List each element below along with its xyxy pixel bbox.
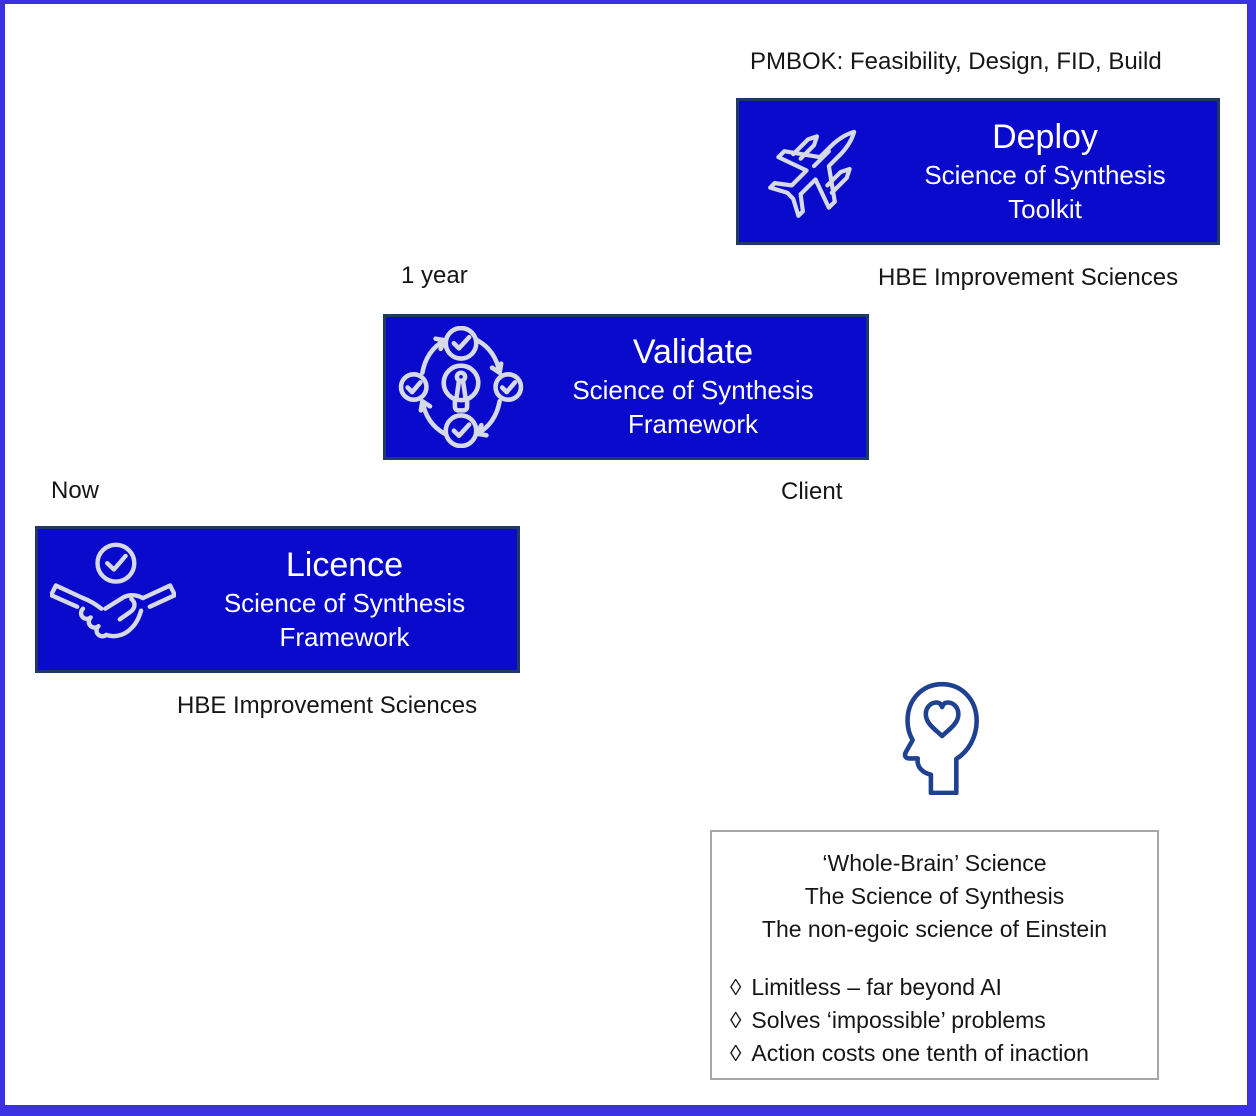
step-subtitle: Framework [627, 409, 758, 440]
bullet-text: Solves ‘impossible’ problems [751, 1007, 1046, 1033]
step-subtitle: Science of Synthesis [924, 159, 1166, 190]
licence-box: Licence Science of Synthesis Framework [35, 526, 520, 673]
fighter-jet-icon [739, 109, 889, 235]
head-heart-icon [890, 671, 982, 795]
diamond-bullet-icon: ◊ [730, 974, 742, 1000]
step-title: Licence [285, 545, 404, 584]
client-label: Client [781, 478, 843, 505]
year-label: 1 year [401, 262, 468, 289]
validate-box: Validate Science of Synthesis Framework [383, 314, 869, 460]
step-title: Deploy [992, 117, 1098, 156]
step-title: Validate [632, 333, 754, 372]
step-subtitle: Science of Synthesis [572, 375, 814, 406]
bullet-item: ◊ Limitless – far beyond AI [730, 971, 1149, 1004]
diamond-bullet-icon: ◊ [730, 1007, 742, 1033]
panel-heading-line: The non-egoic science of Einstein [761, 916, 1108, 942]
bullet-item: ◊ Action costs one tenth of inaction [730, 1037, 1149, 1070]
step-subtitle: Science of Synthesis [223, 587, 466, 618]
validate-cycle-icon [386, 326, 536, 448]
now-label: Now [51, 477, 100, 504]
hbe-label-deploy: HBE Improvement Sciences [878, 264, 1179, 291]
pmbok-label: PMBOK: Feasibility, Design, FID, Build [750, 48, 1162, 75]
panel-heading-line: The Science of Synthesis [804, 883, 1065, 909]
handshake-icon [38, 539, 188, 660]
bullet-text: Limitless – far beyond AI [751, 974, 1002, 1000]
whole-brain-panel: ‘Whole-Brain’ Science The Science of Syn… [710, 830, 1159, 1080]
diamond-bullet-icon: ◊ [730, 1040, 742, 1066]
panel-heading-line: ‘Whole-Brain’ Science [822, 850, 1047, 876]
deploy-box: Deploy Science of Synthesis Toolkit [736, 98, 1220, 245]
step-subtitle: Toolkit [1008, 193, 1082, 224]
bullet-item: ◊ Solves ‘impossible’ problems [730, 1004, 1149, 1037]
hbe-label-licence: HBE Improvement Sciences [177, 692, 478, 719]
bullet-text: Action costs one tenth of inaction [751, 1040, 1089, 1066]
step-subtitle: Framework [279, 621, 410, 652]
